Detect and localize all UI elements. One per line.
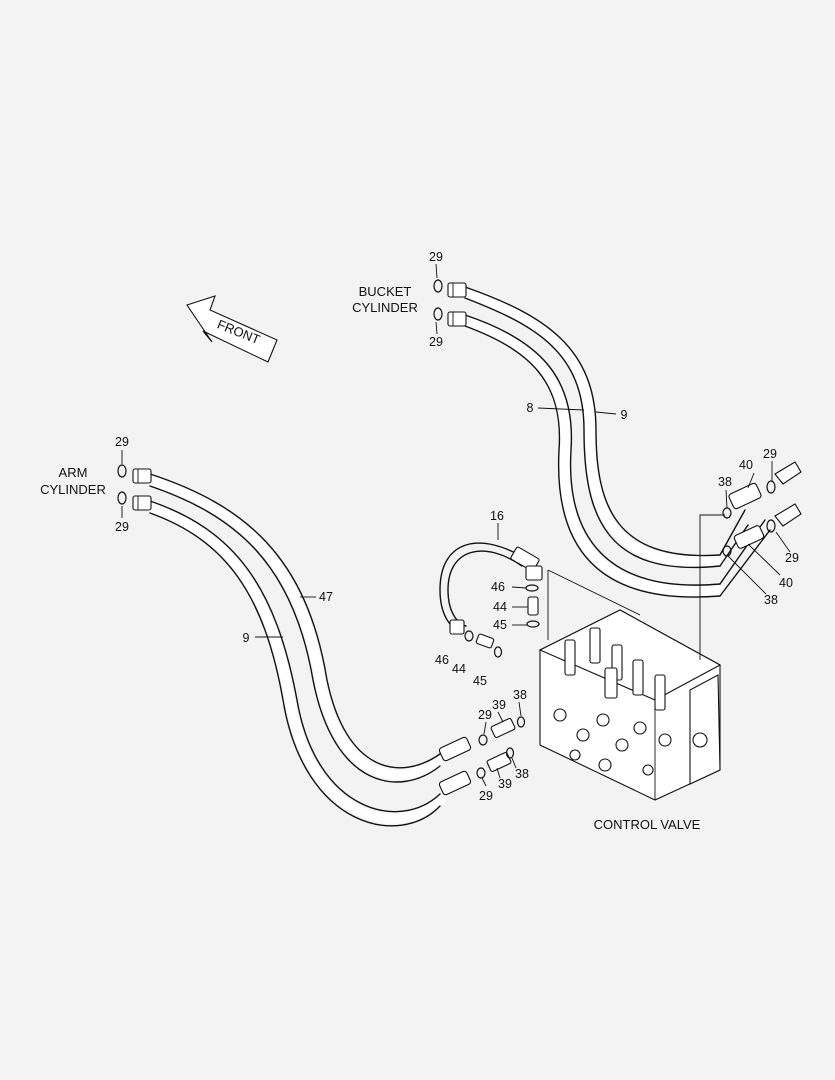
- callout-45: 45: [473, 674, 487, 688]
- callout-29: 29: [478, 708, 492, 722]
- callout-29: 29: [429, 250, 443, 264]
- callout-29: 29: [479, 789, 493, 803]
- arm-cylinder-label-1: ARM: [59, 465, 88, 480]
- callout-29: 29: [115, 435, 129, 449]
- assembly-labels: BUCKET CYLINDER ARM CYLINDER CONTROL VAL…: [40, 284, 701, 832]
- callout-38: 38: [764, 593, 778, 607]
- callout-46: 46: [491, 580, 505, 594]
- front-arrow: FRONT: [186, 295, 278, 363]
- bucket-cylinder-label-1: BUCKET: [359, 284, 412, 299]
- callout-16: 16: [490, 509, 504, 523]
- callout-9: 9: [621, 408, 628, 422]
- callout-40: 40: [779, 576, 793, 590]
- callout-29: 29: [429, 335, 443, 349]
- callout-44: 44: [493, 600, 507, 614]
- callout-38: 38: [513, 688, 527, 702]
- pilot-hose: [439, 542, 543, 658]
- arm-hoses: [117, 464, 526, 827]
- callout-39: 39: [492, 698, 506, 712]
- callout-39: 39: [498, 777, 512, 791]
- bucket-cylinder-label-2: CYLINDER: [352, 300, 418, 315]
- callout-8: 8: [527, 401, 534, 415]
- callout-40: 40: [739, 458, 753, 472]
- callout-29: 29: [785, 551, 799, 565]
- callout-29: 29: [763, 447, 777, 461]
- callout-leaders: [121, 263, 791, 787]
- callout-44: 44: [452, 662, 466, 676]
- control-valve: [538, 514, 725, 801]
- callout-46: 46: [435, 653, 449, 667]
- callouts: 29 29 8 9 29 29 47 9 16 46 44 45 46 44 4…: [115, 250, 799, 803]
- control-valve-label: CONTROL VALVE: [594, 817, 701, 832]
- callout-29: 29: [115, 520, 129, 534]
- arm-cylinder-label-2: CYLINDER: [40, 482, 106, 497]
- callout-38: 38: [515, 767, 529, 781]
- callout-38: 38: [718, 475, 732, 489]
- bucket-hoses: [433, 279, 802, 598]
- callout-45: 45: [493, 618, 507, 632]
- callout-9: 9: [243, 631, 250, 645]
- callout-47: 47: [319, 590, 333, 604]
